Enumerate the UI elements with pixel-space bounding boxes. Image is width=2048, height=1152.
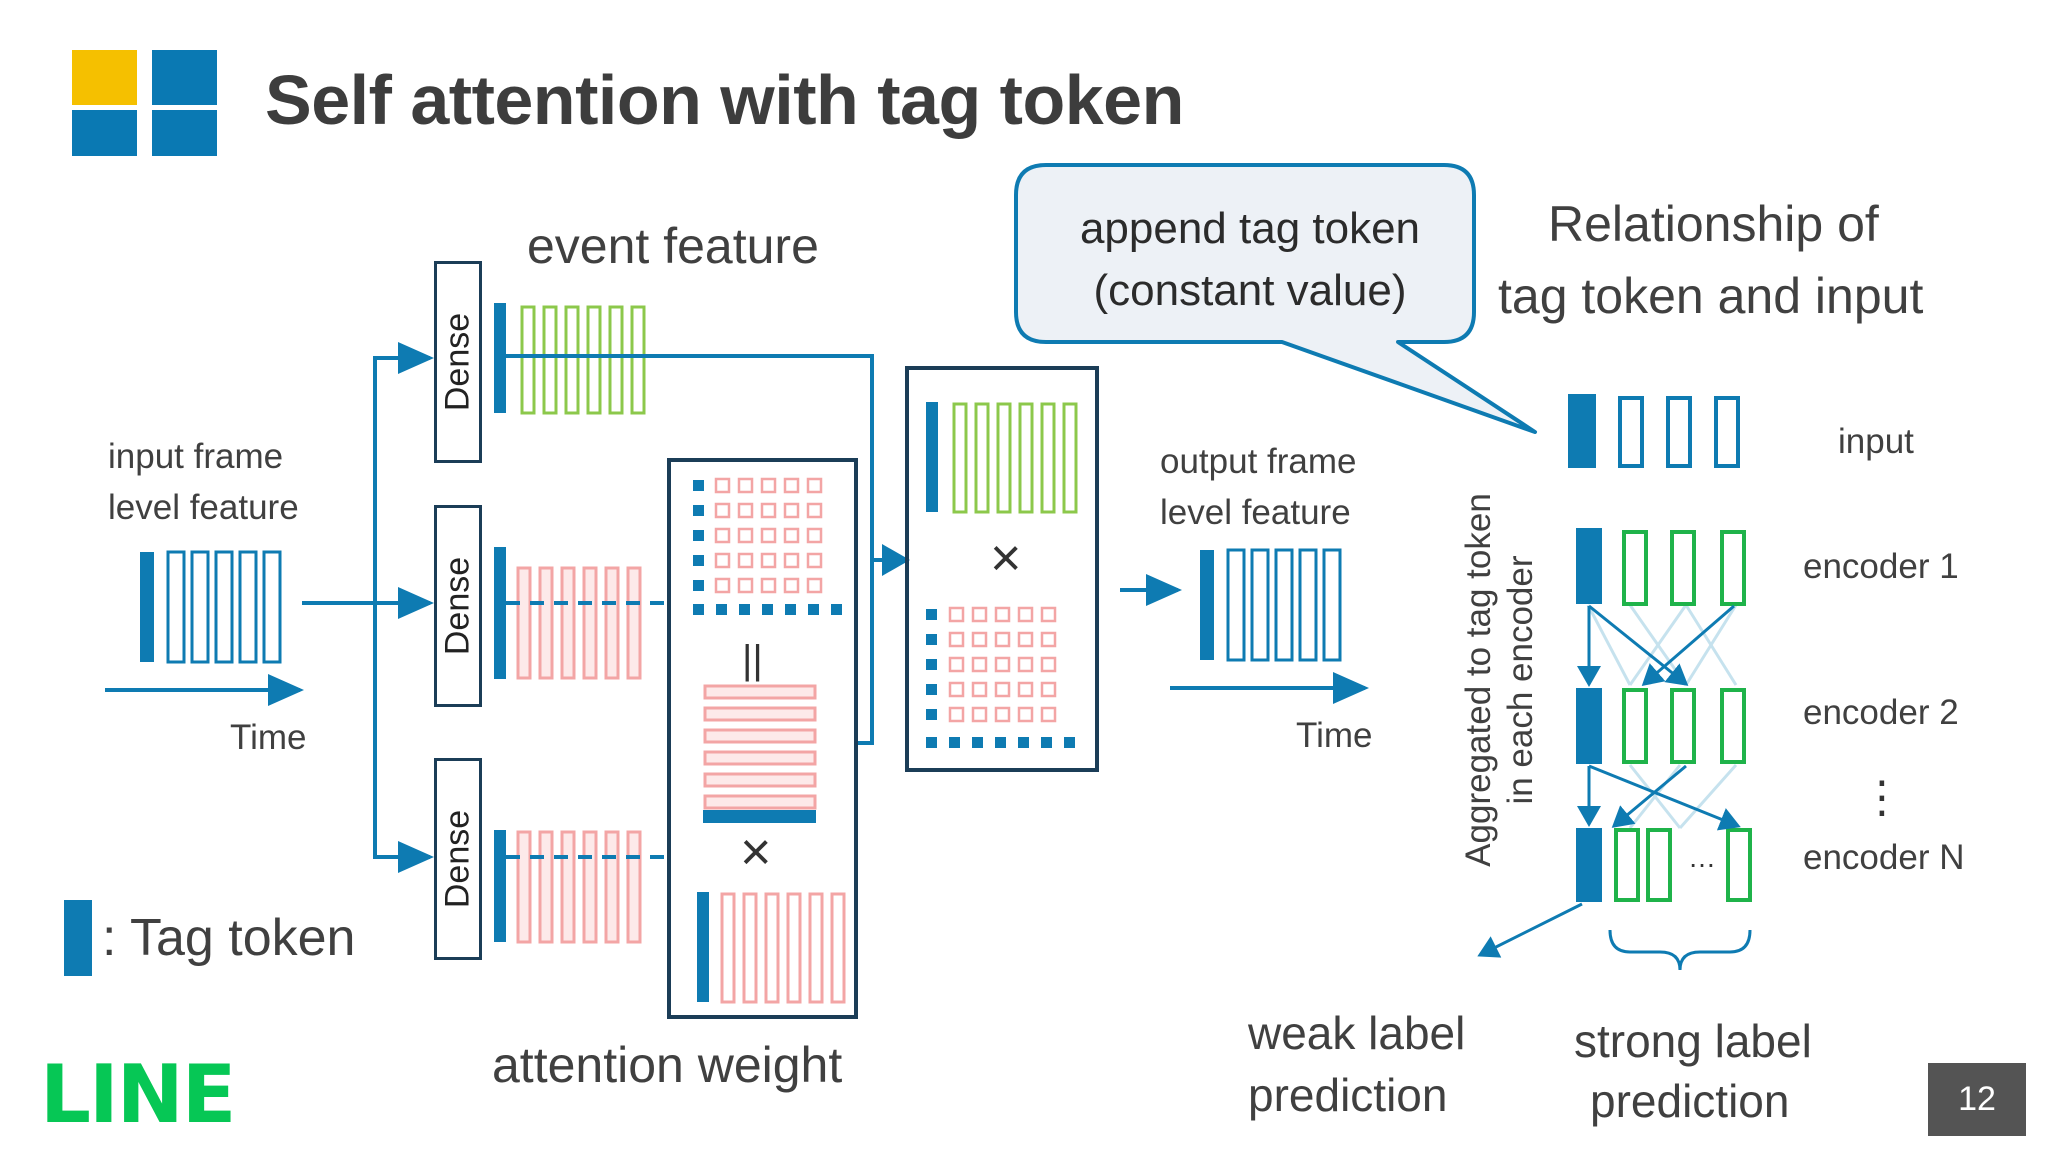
attention-weight-box: [667, 458, 858, 1019]
times-sign-attention: ×: [740, 822, 772, 882]
relationship-title-2: tag token and input: [1498, 268, 1924, 324]
strong-label-1: strong label: [1574, 1015, 1812, 1067]
input-frame-label-1: input frame: [108, 437, 284, 476]
key-feature-bars: [494, 547, 668, 680]
dense-label: Dense: [438, 556, 477, 656]
dense-layer-top: Dense: [434, 261, 482, 463]
query-feature-bars: [494, 830, 668, 944]
row-label-encoder2: encoder 2: [1803, 693, 1959, 732]
logo-square-blue-1: [152, 50, 217, 105]
dense-layer-bottom: Dense: [434, 758, 482, 960]
aggregated-line-2: in each encoder: [1501, 555, 1540, 805]
dense-label: Dense: [438, 312, 477, 412]
tag-token-legend-label: : Tag token: [102, 909, 356, 967]
faint-attention-lines: [1586, 604, 1738, 829]
aggregated-line-1: Aggregated to tag token: [1459, 493, 1498, 867]
aggregated-label: Aggregated to tag token in each encoder: [1450, 480, 1550, 880]
relationship-title-1: Relationship of: [1548, 196, 1879, 252]
weighted-sum-matrix: [926, 606, 1075, 748]
time-label-right: Time: [1296, 716, 1373, 755]
weak-label-1: weak label: [1248, 1007, 1466, 1059]
tag-token-legend-swatch: [64, 900, 92, 976]
row-label-encoderN: encoder N: [1803, 838, 1965, 877]
output-frame-label-1: output frame: [1160, 442, 1357, 481]
callout-line-2: (constant value): [1093, 266, 1407, 315]
row-label-dots: ⋮: [1860, 773, 1904, 822]
event-feature-label: event feature: [527, 218, 819, 274]
strong-label-2: prediction: [1590, 1075, 1790, 1127]
slide-title: Self attention with tag token: [265, 61, 1184, 139]
output-frame-feature: [1200, 548, 1342, 662]
attention-weight-label: attention weight: [492, 1037, 843, 1093]
time-label-left: Time: [230, 718, 307, 757]
relationship-encoderN-row: [1576, 828, 1752, 902]
query-inside-bars: [697, 892, 846, 1004]
event-feature-bars: [494, 303, 646, 415]
logo-square-yellow: [72, 50, 137, 105]
page-number: 12: [1928, 1063, 2026, 1136]
logo-square-blue-2: [72, 110, 137, 156]
input-frame-label-2: level feature: [108, 488, 299, 527]
logo-square-blue-3: [152, 110, 217, 156]
callout-bubble: [1014, 163, 1537, 434]
row-label-encoder1: encoder 1: [1803, 547, 1959, 586]
row-label-input: input: [1838, 422, 1914, 461]
callout-line-1: append tag token: [1079, 204, 1421, 253]
weak-label-2: prediction: [1248, 1069, 1448, 1121]
branch-arrows: [302, 342, 434, 873]
strong-label-brace: [1608, 929, 1752, 971]
weighted-sum-event-bars: [926, 402, 1078, 514]
relationship-encoder1-row: [1576, 528, 1746, 606]
callout-text: append tag token (constant value): [1020, 198, 1480, 322]
equals-sign: ||: [742, 638, 763, 682]
weighted-sum-box: [905, 366, 1099, 772]
event-to-output-line: [495, 354, 910, 745]
attention-matrix-top: [693, 477, 842, 615]
output-frame-label-2: level feature: [1160, 493, 1351, 532]
times-sign-weighted: ×: [990, 528, 1022, 588]
encoder-ellipsis: …: [1688, 842, 1716, 873]
input-frame-feature: [140, 550, 282, 664]
line-logo: LINE: [40, 1048, 236, 1141]
relationship-encoder2-row: [1576, 688, 1746, 764]
dense-label: Dense: [438, 809, 477, 909]
relationship-input-row: [1568, 394, 1740, 468]
relationship-arrows: [1477, 604, 1741, 958]
dense-layer-middle: Dense: [434, 505, 482, 707]
transposed-key-bars: [703, 684, 817, 823]
